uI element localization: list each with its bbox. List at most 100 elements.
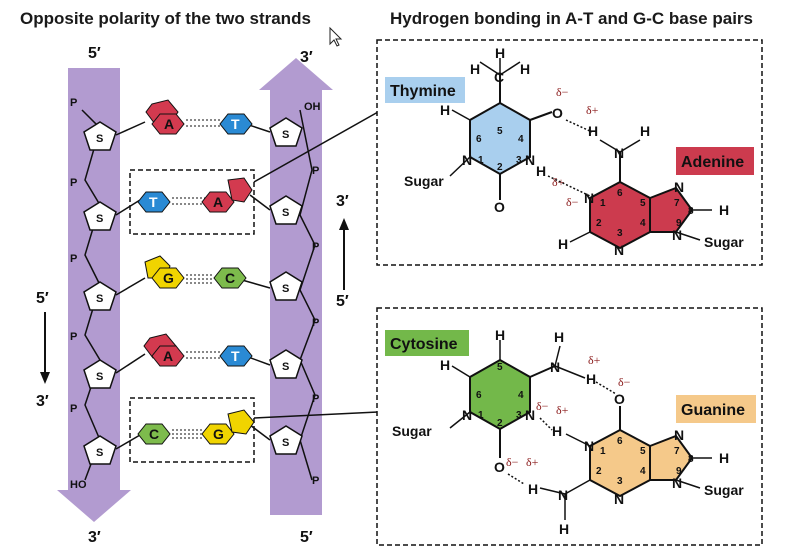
svg-text:S: S — [96, 133, 103, 145]
svg-text:P: P — [70, 331, 77, 343]
svg-text:8: 8 — [688, 206, 694, 217]
svg-text:H: H — [552, 423, 562, 439]
svg-text:3: 3 — [617, 476, 623, 487]
svg-text:P: P — [70, 253, 77, 265]
left-direction-top: 5′ — [36, 290, 49, 307]
svg-text:1: 1 — [600, 446, 606, 457]
svg-text:S: S — [282, 361, 289, 373]
svg-text:OH: OH — [304, 101, 321, 113]
svg-text:H: H — [536, 163, 546, 179]
base-label: A — [164, 116, 174, 132]
svg-text:N: N — [584, 438, 594, 454]
right-sugar-labels: S S S S S — [282, 129, 289, 449]
svg-text:2: 2 — [596, 218, 602, 229]
down-arrow-icon — [40, 312, 50, 384]
svg-text:5: 5 — [640, 446, 646, 457]
right-top-label: 3′ — [300, 49, 313, 66]
svg-text:δ+: δ+ — [586, 103, 599, 117]
pair-3: G C — [144, 255, 247, 289]
svg-text:P: P — [70, 177, 77, 189]
left-phosphates: P P P P P HO — [70, 97, 87, 491]
svg-text:6: 6 — [476, 134, 482, 145]
svg-text:4: 4 — [518, 390, 524, 401]
svg-text:H: H — [495, 45, 505, 61]
right-direction-top: 3′ — [336, 193, 349, 210]
adenine-label-bg — [676, 147, 754, 175]
svg-text:2: 2 — [497, 418, 503, 429]
svg-text:S: S — [96, 447, 103, 459]
svg-text:S: S — [96, 293, 103, 305]
svg-text:S: S — [96, 371, 103, 383]
callout-line-gc — [253, 411, 379, 419]
svg-text:5: 5 — [497, 362, 503, 373]
svg-text:δ−: δ− — [566, 195, 579, 209]
svg-text:N: N — [525, 407, 535, 423]
svg-text:P: P — [70, 97, 77, 109]
right-backbone — [299, 109, 316, 481]
base-label: C — [149, 426, 159, 442]
svg-text:H: H — [640, 123, 650, 139]
svg-text:S: S — [282, 283, 289, 295]
svg-text:H: H — [559, 521, 569, 537]
cytosine-structure: H H H N H N N O Sugar 6 5 4 3 2 1 δ+ δ− … — [392, 327, 631, 475]
up-arrow-icon — [339, 218, 349, 290]
svg-text:S: S — [282, 129, 289, 141]
right-sugars — [269, 117, 303, 455]
guanine-structure: O H N N N N N H H H Sugar 1 6 5 4 3 2 7 … — [528, 391, 744, 537]
svg-text:C: C — [494, 69, 504, 85]
left-title: Opposite polarity of the two strands — [20, 9, 311, 28]
svg-text:H: H — [440, 102, 450, 118]
svg-text:2: 2 — [497, 162, 503, 173]
svg-text:4: 4 — [640, 466, 646, 477]
svg-text:P: P — [312, 317, 319, 329]
svg-text:N: N — [672, 475, 682, 491]
svg-text:N: N — [614, 491, 624, 507]
base-label: C — [225, 270, 235, 286]
svg-text:H: H — [495, 327, 505, 343]
base-label: T — [231, 348, 240, 364]
svg-text:P: P — [70, 403, 77, 415]
left-direction-bottom: 3′ — [36, 393, 49, 410]
svg-text:N: N — [462, 152, 472, 168]
svg-text:δ+: δ+ — [556, 403, 569, 417]
thymine-label: Thymine — [390, 83, 456, 100]
adenine-label: Adenine — [681, 154, 744, 171]
svg-text:O: O — [614, 391, 625, 407]
svg-text:O: O — [494, 459, 505, 475]
svg-text:H: H — [440, 357, 450, 373]
callout-line-at — [253, 111, 379, 183]
base-label: T — [149, 194, 158, 210]
svg-text:δ+: δ+ — [552, 175, 565, 189]
svg-text:5: 5 — [497, 126, 503, 137]
svg-text:H: H — [588, 123, 598, 139]
svg-text:N: N — [614, 242, 624, 258]
svg-text:S: S — [282, 207, 289, 219]
right-bottom-label: 5′ — [300, 529, 313, 546]
svg-text:2: 2 — [596, 466, 602, 477]
svg-text:1: 1 — [600, 198, 606, 209]
svg-text:N: N — [674, 427, 684, 443]
svg-text:N: N — [550, 359, 560, 375]
base-label: T — [231, 116, 240, 132]
svg-text:7: 7 — [674, 446, 680, 457]
svg-text:P: P — [312, 165, 319, 177]
svg-text:3: 3 — [617, 228, 623, 239]
svg-text:6: 6 — [617, 436, 623, 447]
svg-text:9: 9 — [676, 466, 682, 477]
svg-text:8: 8 — [688, 454, 694, 465]
svg-text:δ−: δ− — [618, 375, 631, 389]
svg-text:Sugar: Sugar — [392, 423, 432, 439]
right-direction-bottom: 5′ — [336, 293, 349, 310]
svg-text:Sugar: Sugar — [704, 482, 744, 498]
thymine-label-bg — [385, 77, 465, 103]
base-connectors — [115, 121, 271, 450]
svg-text:δ+: δ+ — [588, 353, 601, 367]
pair-1: A T — [145, 99, 253, 135]
svg-text:δ−: δ− — [506, 455, 519, 469]
left-bottom-label: 3′ — [88, 529, 101, 546]
svg-text:Sugar: Sugar — [404, 173, 444, 189]
pair-5: C G — [137, 409, 255, 445]
highlight-box-gc — [129, 397, 255, 463]
base-label: A — [163, 348, 173, 364]
